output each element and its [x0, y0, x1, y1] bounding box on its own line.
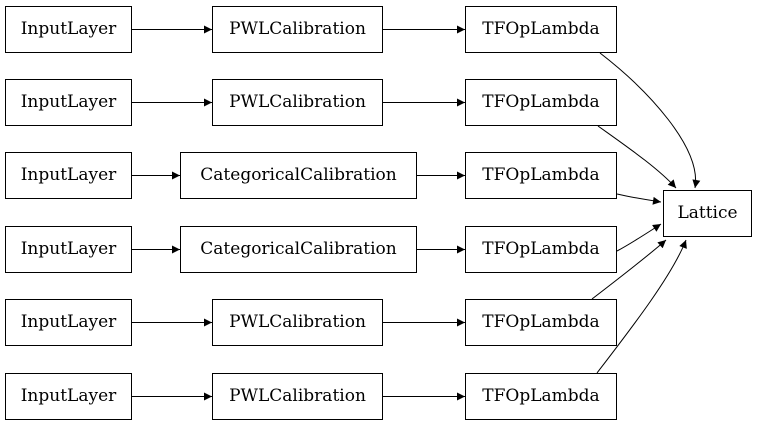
edge-op6-lattice [596, 239, 687, 374]
node-pwlcalibration-1: PWLCalibration [212, 6, 383, 53]
node-categoricalcalibration-2: CategoricalCalibration [180, 226, 417, 273]
node-label: TFOpLambda [482, 239, 600, 259]
node-pwlcalibration-3: PWLCalibration [212, 299, 383, 346]
node-label: PWLCalibration [229, 312, 366, 332]
node-tfoplambda-4: TFOpLambda [465, 226, 617, 273]
node-pwlcalibration-2: PWLCalibration [212, 79, 383, 126]
node-label: TFOpLambda [482, 92, 600, 112]
node-label: InputLayer [20, 19, 117, 39]
node-label: TFOpLambda [482, 386, 600, 406]
node-label: CategoricalCalibration [200, 239, 397, 259]
node-label: Lattice [677, 203, 738, 223]
node-label: InputLayer [20, 239, 117, 259]
node-label: TFOpLambda [482, 312, 600, 332]
node-label: InputLayer [20, 312, 117, 332]
node-tfoplambda-1: TFOpLambda [465, 6, 617, 53]
edge-op4-lattice [616, 223, 662, 252]
node-tfoplambda-3: TFOpLambda [465, 152, 617, 199]
node-label: PWLCalibration [229, 92, 366, 112]
node-tfoplambda-6: TFOpLambda [465, 373, 617, 420]
node-label: InputLayer [20, 165, 117, 185]
edge-op5-lattice [591, 239, 667, 300]
node-label: InputLayer [20, 386, 117, 406]
node-label: CategoricalCalibration [200, 165, 397, 185]
node-lattice: Lattice [663, 190, 752, 237]
node-inputlayer-1: InputLayer [5, 6, 132, 53]
node-inputlayer-6: InputLayer [5, 373, 132, 420]
node-inputlayer-4: InputLayer [5, 226, 132, 273]
node-categoricalcalibration-1: CategoricalCalibration [180, 152, 417, 199]
node-label: InputLayer [20, 92, 117, 112]
node-label: TFOpLambda [482, 165, 600, 185]
node-label: TFOpLambda [482, 19, 600, 39]
node-tfoplambda-5: TFOpLambda [465, 299, 617, 346]
node-label: PWLCalibration [229, 386, 366, 406]
edge-op2-lattice [597, 125, 677, 189]
node-inputlayer-3: InputLayer [5, 152, 132, 199]
node-pwlcalibration-4: PWLCalibration [212, 373, 383, 420]
edge-op1-lattice [599, 52, 701, 189]
node-tfoplambda-2: TFOpLambda [465, 79, 617, 126]
node-inputlayer-2: InputLayer [5, 79, 132, 126]
edge-op3-lattice [616, 193, 662, 205]
node-inputlayer-5: InputLayer [5, 299, 132, 346]
node-label: PWLCalibration [229, 19, 366, 39]
